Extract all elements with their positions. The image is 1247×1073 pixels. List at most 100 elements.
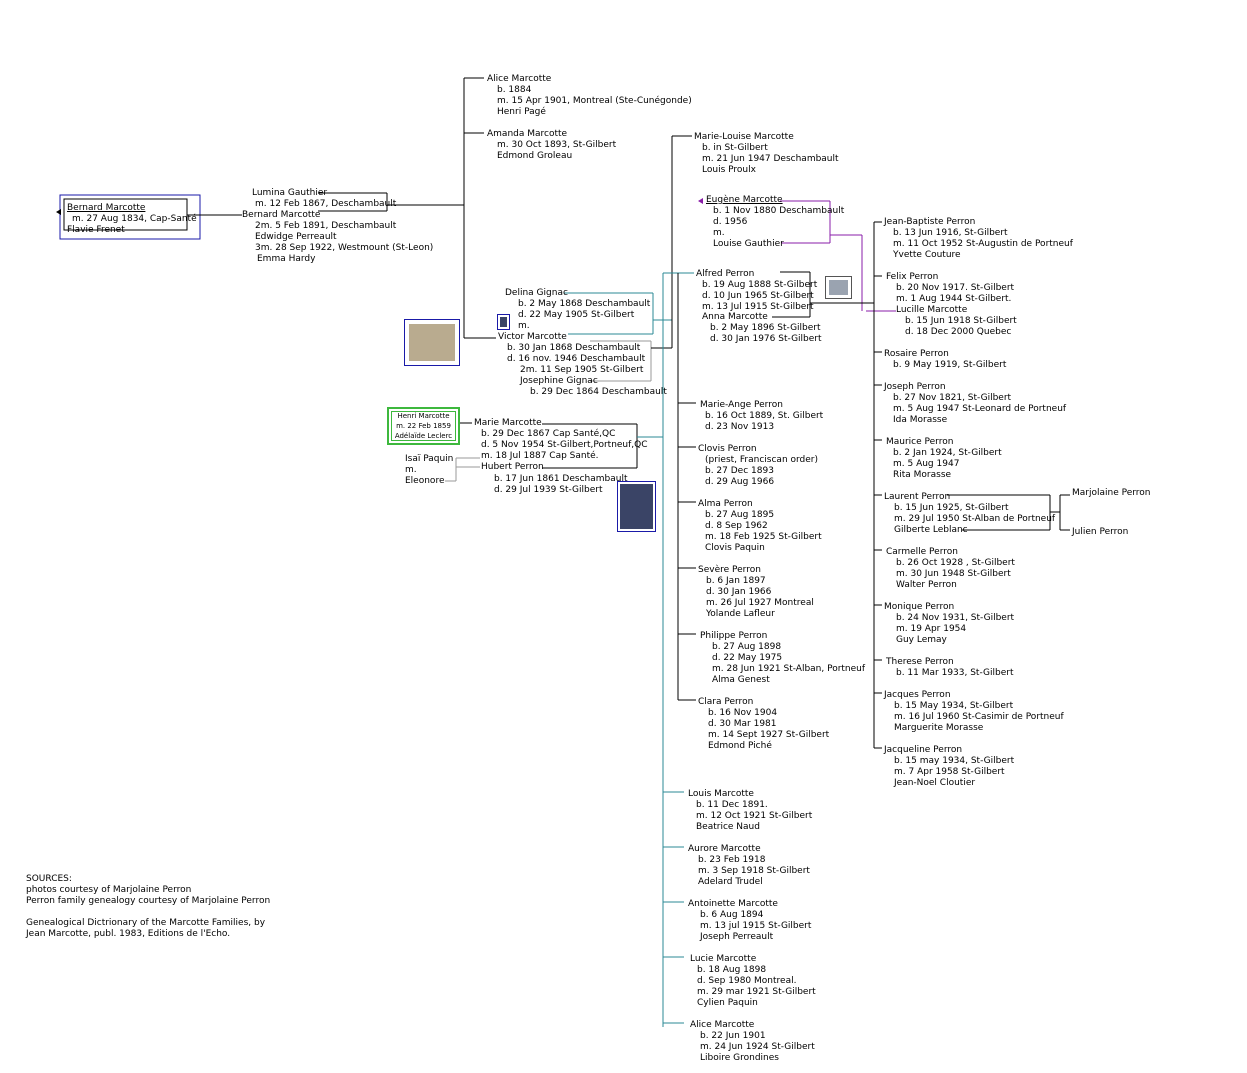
sources-heading: SOURCES: xyxy=(26,874,72,884)
victor-child-detail: d. 1956 xyxy=(713,217,748,227)
julien-perron-name[interactable]: Julien Perron xyxy=(1072,527,1129,537)
perron-sibling-detail: d. 30 Mar 1981 xyxy=(708,719,777,729)
bernard-spouse1[interactable]: Lumina Gauthier xyxy=(252,188,328,198)
anna-detail: d. 30 Jan 1976 St-Gilbert xyxy=(710,334,822,344)
alfred-child-detail: b. 15 Jun 1925, St-Gilbert xyxy=(894,503,1009,513)
alice-detail: m. 15 Apr 1901, Montreal (Ste-Cunégonde) xyxy=(497,96,692,106)
victor-child-detail: Liboire Grondines xyxy=(700,1053,779,1063)
victor-child-detail: b. 11 Dec 1891. xyxy=(696,800,768,810)
perron-sibling-detail: b. 27 Aug 1898 xyxy=(712,642,782,652)
victor-child-detail: m. 24 Jun 1924 St-Gilbert xyxy=(700,1042,815,1052)
amanda-detail: m. 30 Oct 1893, St-Gilbert xyxy=(497,140,617,150)
delina-detail: m. xyxy=(518,321,530,331)
sources-line: Perron family genealogy courtesy of Marj… xyxy=(26,896,271,906)
bernard-jr-name[interactable]: Bernard Marcotte xyxy=(242,210,321,220)
root-name[interactable]: Bernard Marcotte xyxy=(67,203,146,213)
henri-marcotte-box[interactable]: Henri Marcotte m. 22 Feb 1859 Adélaïde L… xyxy=(387,407,460,445)
perron-sibling-name[interactable]: Sevère Perron xyxy=(698,565,761,575)
amanda-marcotte-name[interactable]: Amanda Marcotte xyxy=(487,129,568,139)
perron-sibling-name[interactable]: Alma Perron xyxy=(698,499,753,509)
perron-sibling-detail: m. 28 Jun 1921 St-Alban, Portneuf xyxy=(712,664,866,674)
perron-sibling-detail: d. 30 Jan 1966 xyxy=(706,587,772,597)
hubert-perron-name[interactable]: Hubert Perron xyxy=(481,462,544,472)
henri-box-spouse: Adélaïde Leclerc xyxy=(394,432,453,440)
perron-sibling-detail: m. 18 Feb 1925 St-Gilbert xyxy=(705,532,822,542)
alice-marcotte-name[interactable]: Alice Marcotte xyxy=(487,74,552,84)
alfred-child-name[interactable]: Maurice Perron xyxy=(886,437,954,447)
victor-child-name[interactable]: Lucie Marcotte xyxy=(690,954,757,964)
perron-sibling-detail: (priest, Franciscan order) xyxy=(705,455,819,465)
alfred-child-name[interactable]: Monique Perron xyxy=(884,602,955,612)
victor-child-detail: b. 18 Aug 1898 xyxy=(697,965,767,975)
alfred-child-name[interactable]: Jacques Perron xyxy=(884,690,951,700)
victor-child-name[interactable]: Alice Marcotte xyxy=(690,1020,755,1030)
alfred-child-detail: m. 5 Aug 1947 St-Leonard de Portneuf xyxy=(893,404,1067,414)
sources-line: photos courtesy of Marjolaine Perron xyxy=(26,885,192,895)
alfred-anna-couple-photo[interactable] xyxy=(825,276,852,299)
josephine-detail: b. 29 Dec 1864 Deschambault xyxy=(530,387,667,397)
isai-paquin-name[interactable]: Isaï Paquin xyxy=(405,454,454,464)
alfred-child-detail: m. 5 Aug 1947 xyxy=(893,459,960,469)
hubert-marie-couple-photo[interactable] xyxy=(617,481,656,532)
alfred-child-detail: m. 29 Jul 1950 St-Alban de Portneuf xyxy=(894,514,1056,524)
victor-marcotte-name[interactable]: Victor Marcotte xyxy=(498,332,567,342)
family-photo-group[interactable] xyxy=(404,319,460,366)
perron-sibling-name[interactable]: Clovis Perron xyxy=(698,444,757,454)
root-outer-box xyxy=(59,194,201,240)
root-arrow-icon xyxy=(56,209,61,215)
alfred-child-name[interactable]: Rosaire Perron xyxy=(884,349,949,359)
alfred-detail: b. 19 Aug 1888 St-Gilbert xyxy=(702,280,818,290)
marjolaine-perron-name[interactable]: Marjolaine Perron xyxy=(1072,488,1151,498)
bernard-spouse2[interactable]: Edwidge Perreault xyxy=(255,232,337,242)
sources-spacer xyxy=(26,907,270,918)
perron-sibling-detail: Clovis Paquin xyxy=(705,543,765,553)
victor-child-name[interactable]: Antoinette Marcotte xyxy=(688,899,778,909)
alfred-child-name[interactable]: Therese Perron xyxy=(886,657,954,667)
perron-sibling-detail: Alma Genest xyxy=(712,675,770,685)
victor-child-name[interactable]: Marie-Louise Marcotte xyxy=(694,132,794,142)
victor-child-detail: b. 1 Nov 1880 Deschambault xyxy=(713,206,845,216)
victor-child-name[interactable]: Louis Marcotte xyxy=(688,789,754,799)
alfred-perron-name[interactable]: Alfred Perron xyxy=(696,269,755,279)
anna-marcotte-name[interactable]: Anna Marcotte xyxy=(702,312,768,322)
alfred-child-detail: Marguerite Morasse xyxy=(894,723,984,733)
bernard-spouse3[interactable]: Emma Hardy xyxy=(257,254,316,264)
anna-detail: b. 2 May 1896 St-Gilbert xyxy=(710,323,821,333)
alfred-child-name[interactable]: Jacqueline Perron xyxy=(884,745,963,755)
alfred-child-name[interactable]: Laurent Perron xyxy=(884,492,951,502)
alfred-child-name[interactable]: Joseph Perron xyxy=(884,382,946,392)
victor-child-name[interactable]: Aurore Marcotte xyxy=(688,844,761,854)
victor-child-detail: Louis Proulx xyxy=(702,165,756,175)
josephine-gignac-name[interactable]: Josephine Gignac xyxy=(520,376,598,386)
alfred-child-detail: Walter Perron xyxy=(896,580,957,590)
perron-sibling-detail: b. 27 Aug 1895 xyxy=(705,510,775,520)
delina-gignac-name[interactable]: Delina Gignac xyxy=(505,288,568,298)
alfred-child-detail: b. 15 may 1934, St-Gilbert xyxy=(894,756,1015,766)
photo-image xyxy=(829,280,848,295)
alfred-child-detail: b. 9 May 1919, St-Gilbert xyxy=(893,360,1007,370)
alfred-child-detail: m. 7 Apr 1958 St-Gilbert xyxy=(894,767,1005,777)
delina-detail: b. 2 May 1868 Deschambault xyxy=(518,299,651,309)
perron-sibling-detail: b. 6 Jan 1897 xyxy=(706,576,766,586)
marie-marcotte-name[interactable]: Marie Marcotte xyxy=(474,418,542,428)
perron-sibling-detail: m. 26 Jul 1927 Montreal xyxy=(706,598,814,608)
eleonore-name[interactable]: Eleonore xyxy=(405,476,445,486)
perron-sibling-detail: d. 22 May 1975 xyxy=(712,653,783,663)
alfred-child-name[interactable]: Jean-Baptiste Perron xyxy=(884,217,976,227)
alfred-child-name[interactable]: Carmelle Perron xyxy=(886,547,958,557)
alfred-child-detail: m. 16 Jul 1960 St-Casimir de Portneuf xyxy=(894,712,1064,722)
perron-sibling-name[interactable]: Marie-Ange Perron xyxy=(700,400,783,410)
root-spouse[interactable]: Flavie Frenet xyxy=(67,225,125,235)
victor-portrait-photo[interactable] xyxy=(497,314,510,330)
victor-child-name[interactable]: Eugène Marcotte xyxy=(706,195,783,205)
alfred-child-detail: Yvette Couture xyxy=(893,250,961,260)
alfred-child-detail: Rita Morasse xyxy=(893,470,952,480)
alfred-child-name[interactable]: Felix Perron xyxy=(886,272,939,282)
perron-sibling-name[interactable]: Philippe Perron xyxy=(700,631,768,641)
marie-detail: b. 29 Dec 1867 Cap Santé,QC xyxy=(481,429,616,439)
perron-sibling-name[interactable]: Clara Perron xyxy=(698,697,754,707)
photo-image xyxy=(409,324,455,361)
victor-detail: d. 16 nov. 1946 Deschambault xyxy=(507,354,646,364)
